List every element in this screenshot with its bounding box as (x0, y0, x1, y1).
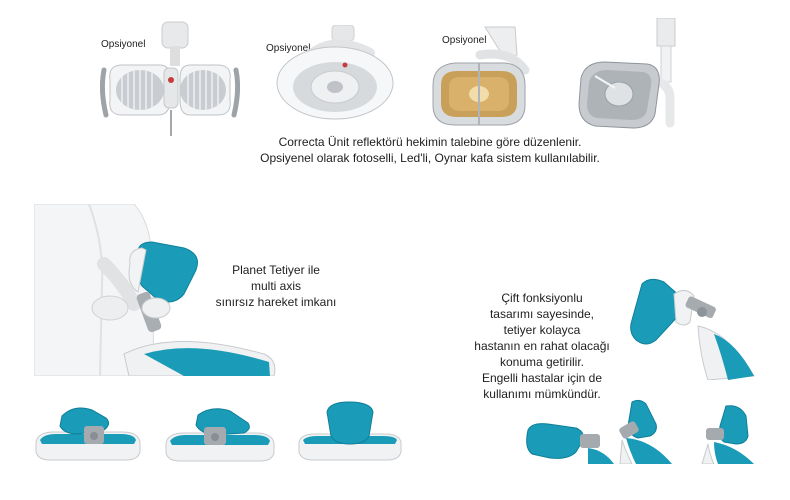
headrest-position-image-1 (34, 398, 142, 464)
lamp-caption-line-2: Opsiyenel olarak fotoselli, Led'li, Oyna… (260, 151, 600, 165)
optional-label-1: Opsiyonel (101, 39, 146, 50)
headrest-left-caption: Planet Tetiyer ile multi axis sınırsız h… (214, 262, 338, 310)
optional-label-3: Opsiyonel (442, 35, 487, 46)
doctor-adjusting-headrest-image (34, 204, 284, 376)
headrest-left-caption-line-2: multi axis (250, 279, 301, 293)
headrest-position-image-5 (612, 398, 676, 464)
headrest-right-caption-line-2: tasarımı sayesinde, (489, 307, 595, 321)
headrest-right-caption-line-4: hastanın en rahat olacağı (474, 339, 610, 353)
headrest-right-caption-line-3: tetiyer kolayca (503, 323, 581, 337)
headrest-position-image-2 (164, 405, 276, 465)
headrest-right-caption-line-6: Engelli hastalar için de (481, 371, 603, 385)
lamp-caption-line-1: Correcta Ünit reflektörü hekimin talebin… (278, 135, 582, 149)
headrest-tilted-image (628, 276, 758, 380)
headrest-right-caption: Çift fonksiyonlu tasarımı sayesinde, tet… (463, 290, 621, 402)
headrest-right-caption-line-1: Çift fonksiyonlu (501, 291, 583, 305)
headrest-left-caption-line-1: Planet Tetiyer ile (232, 263, 320, 277)
dental-lamp-image-3 (425, 25, 535, 135)
dental-lamp-image-2 (270, 25, 400, 125)
headrest-position-image-4 (524, 420, 614, 464)
optional-label-2: Opsiyonel (266, 43, 311, 54)
headrest-right-caption-line-5: konuma getirilir. (499, 355, 585, 369)
dental-lamp-image-1 (100, 20, 240, 140)
lamp-caption: Correcta Ünit reflektörü hekimin talebin… (180, 134, 680, 166)
headrest-position-image-6 (696, 404, 756, 464)
headrest-position-image-3 (297, 398, 403, 464)
dental-lamp-image-4 (575, 18, 685, 133)
headrest-left-caption-line-3: sınırsız hareket imkanı (215, 295, 337, 309)
headrest-right-caption-line-7: kullanımı mümkündür. (483, 387, 601, 401)
